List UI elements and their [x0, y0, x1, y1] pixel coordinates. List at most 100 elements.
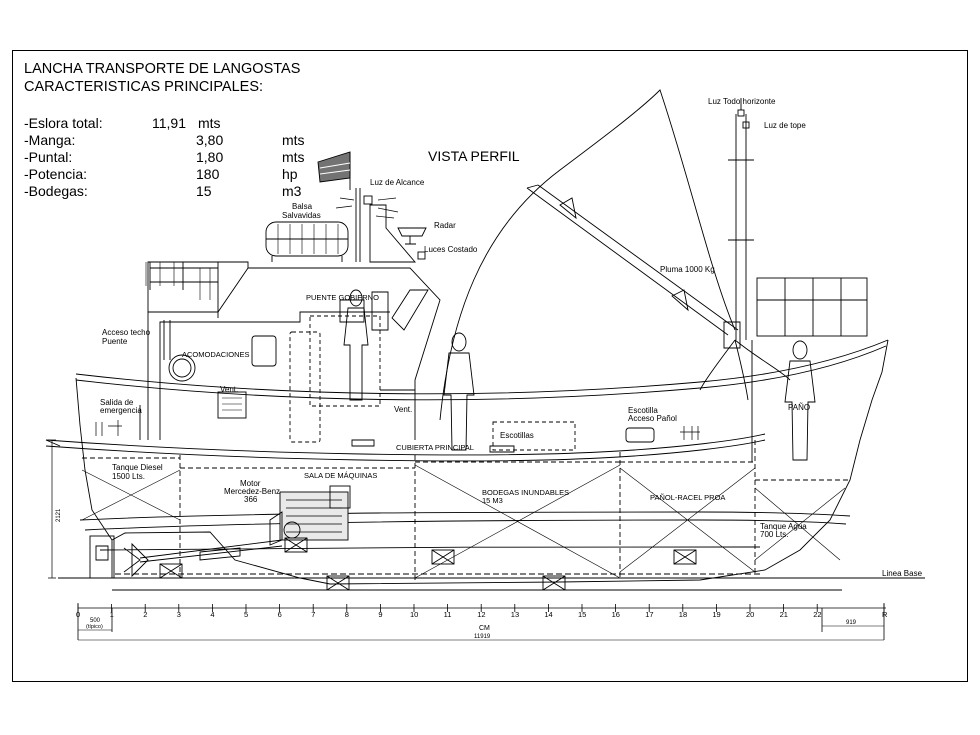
scale-tick-label: 3 — [177, 610, 181, 619]
spec-unit: mts — [282, 149, 305, 165]
label-vent-2: Vent. — [394, 405, 412, 414]
spec-value: 1,80 — [196, 149, 224, 165]
forward-structure — [751, 277, 868, 462]
spec-value: 11,91 — [152, 115, 186, 131]
label-motor-1: Motor — [240, 479, 261, 488]
label-bodegas-1: BODEGAS INUNDABLES — [482, 488, 569, 497]
spec-label: -Eslora total: — [24, 115, 103, 131]
spec-label: -Puntal: — [24, 149, 73, 165]
rudder — [89, 535, 115, 579]
label-escotilla-1: Escotilla — [628, 406, 658, 415]
scale-tick-label: 8 — [345, 610, 349, 619]
scale-tick-label: 1 — [110, 610, 114, 619]
bridge-window — [391, 289, 429, 331]
life-raft-icon — [265, 221, 349, 262]
frame-scale — [77, 603, 886, 641]
label-escotillas: Escotillas — [500, 431, 534, 440]
scale-tick-label: 13 — [511, 610, 519, 619]
scale-tick-label: 20 — [746, 610, 754, 619]
drawing-frame — [12, 50, 968, 682]
spec-label: -Manga: — [24, 132, 76, 148]
sheer-line — [75, 339, 889, 395]
drawing-subtitle: CARACTERISTICAS PRINCIPALES: — [24, 79, 264, 95]
scale-tick-label: 21 — [780, 610, 788, 619]
label-luz-todo-horizonte: Luz Todo horizonte — [708, 97, 776, 106]
spec-value: 180 — [196, 166, 220, 182]
propeller-icon — [123, 542, 149, 578]
spec-value: 15 — [196, 183, 212, 199]
label-dim-919: 919 — [846, 620, 857, 626]
scale-tick-label: 22 — [813, 610, 821, 619]
scale-tick-label: 4 — [210, 610, 214, 619]
scale-tick-label: R — [882, 610, 888, 619]
porthole — [168, 354, 196, 382]
bulkheads — [82, 440, 850, 580]
view-title: VISTA PERFIL — [428, 148, 520, 164]
radar-icon — [397, 227, 427, 245]
label-salvavidas: Salvavidas — [282, 211, 321, 220]
label-tanque-agua-2: 700 Lts. — [760, 530, 788, 539]
scale-tick-label: 18 — [679, 610, 687, 619]
scale-tick-label: 17 — [645, 610, 653, 619]
keel-blocks — [159, 537, 697, 591]
label-sala-maquinas: SALA DE MÁQUINAS — [304, 471, 377, 480]
label-salida-emergencia-1: Salida de — [100, 398, 134, 407]
spec-value: 3,80 — [196, 132, 224, 148]
label-pluma: Pluma 1000 Kg — [660, 265, 715, 274]
label-escotilla-2: Acceso Pañol — [628, 414, 677, 423]
scale-tick-label: 2 — [143, 610, 147, 619]
label-luces-costado: Luces Costado — [424, 245, 478, 254]
scale-tick-label: 7 — [311, 610, 315, 619]
scale-tick-label: 9 — [378, 610, 382, 619]
scale-tick-label: 6 — [278, 610, 282, 619]
scale-tick-label: 15 — [578, 610, 586, 619]
label-dim-vertical: 2121 — [56, 508, 62, 522]
scale-tick-label: 0 — [76, 610, 80, 619]
label-linea-base: Linea Base — [882, 569, 923, 578]
propeller-shaft — [139, 539, 283, 563]
label-tanque-diesel-1: Tanque Diesel — [112, 463, 163, 472]
spec-unit: mts — [282, 132, 305, 148]
scale-tick-label: 19 — [712, 610, 720, 619]
scale-tick-label: 10 — [410, 610, 418, 619]
person-figure-deck — [443, 332, 475, 451]
main-deck-line — [45, 433, 766, 456]
scale-tick-label: 16 — [612, 610, 620, 619]
scale-tick-label: 12 — [477, 610, 485, 619]
spec-unit: hp — [282, 166, 298, 182]
label-dim-tipico: (típico) — [86, 624, 103, 630]
crane-boom — [526, 184, 741, 349]
scale-tick-label: 11 — [444, 610, 452, 619]
label-puente-gobierno: PUENTE GOBIERNO — [306, 293, 379, 302]
compartment-crosses — [81, 464, 846, 579]
label-luz-tope: Luz de tope — [764, 121, 806, 130]
scale-tick-label: 14 — [544, 610, 552, 619]
spec-unit: m3 — [282, 183, 302, 199]
person-figure-bridge — [343, 289, 369, 401]
label-acomodaciones: ACOMODACIONES — [182, 350, 250, 359]
spec-label: -Bodegas: — [24, 183, 88, 199]
engine-icon — [269, 485, 351, 546]
person-figure-bow — [784, 340, 816, 461]
label-balsa: Balsa — [292, 202, 313, 211]
label-cubierta-principal: CUBIERTA PRINCIPAL — [396, 443, 474, 452]
side-light-icon — [417, 251, 426, 260]
label-dim-total: 11919 — [474, 634, 491, 640]
drawing-title: LANCHA TRANSPORTE DE LANGOSTAS — [24, 61, 301, 77]
vent — [217, 391, 247, 419]
label-panol: PAÑOL-RACEL PROA — [650, 493, 725, 502]
label-acceso-techo: Acceso techo — [102, 328, 151, 337]
spec-unit: mts — [198, 115, 221, 131]
flag-icon — [317, 151, 351, 190]
main-mast — [728, 98, 754, 340]
scale-tick-label: 5 — [244, 610, 248, 619]
door — [251, 335, 277, 367]
label-tanque-agua-1: Tanque Agua — [760, 522, 807, 531]
spec-label: -Potencia: — [24, 166, 88, 182]
label-pano: PAÑO — [788, 403, 810, 412]
range-light-icon — [363, 195, 373, 205]
label-motor-3: 366 — [244, 495, 258, 504]
drawing-annotations: VISTA PERFIL Luz Todo horizonte Luz de t… — [56, 97, 923, 640]
label-luz-alcance: Luz de Alcance — [370, 178, 425, 187]
